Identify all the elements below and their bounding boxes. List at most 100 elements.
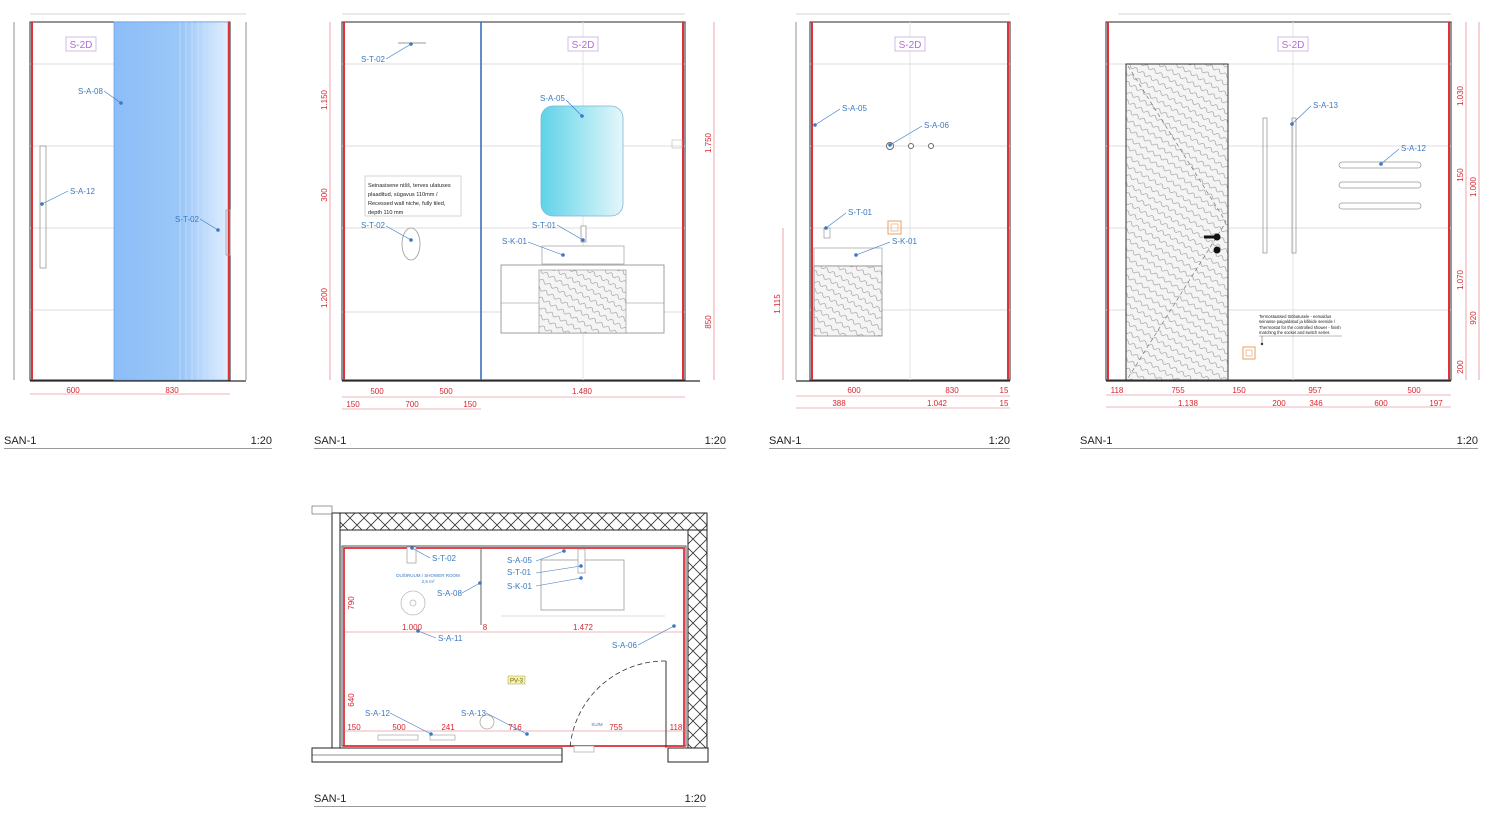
floor-plan: DUŠIRUUM / SHOWER ROOM 2,5 m² PV-3 SU/M … xyxy=(311,505,709,763)
dim-b-1750: 1.750 xyxy=(704,132,713,153)
dim-d-200: 200 xyxy=(1272,399,1286,408)
dim-c-1115: 1.115 xyxy=(773,294,782,314)
dim-c-600: 600 xyxy=(847,386,861,395)
title-rule-a xyxy=(4,448,272,449)
wall-left xyxy=(331,512,341,754)
code-badge-c xyxy=(894,36,926,52)
dim-d-1070: 1.070 xyxy=(1456,269,1465,290)
thermostat-note-2: seinasse paigaldatud ja kõikide seenide … xyxy=(1259,319,1336,324)
wall-right xyxy=(687,529,708,751)
dim-p-118: 118 xyxy=(670,723,683,732)
dim-b-1200: 1.200 xyxy=(320,287,329,308)
dim-d-200-v: 200 xyxy=(1456,360,1465,374)
dim-a-600: 600 xyxy=(66,386,80,395)
title-rule-d xyxy=(1080,448,1478,449)
tag-s-a-12-p: S-A-12 xyxy=(365,709,390,718)
code-label-b: S-2D xyxy=(572,40,595,51)
view-title-c: SAN-1 xyxy=(769,435,802,447)
view-scale-c: 1:20 xyxy=(988,435,1010,447)
tag-s-a-12-d: S-A-12 xyxy=(1401,144,1426,153)
dim-a-830: 830 xyxy=(165,386,179,395)
dim-p-1472: 1.472 xyxy=(573,623,594,632)
dim-d-500: 500 xyxy=(1407,386,1421,395)
elevation-c: S-2D S-A-05 S-A-06 S-T-01 S-K-01 600 830… xyxy=(773,13,1011,409)
elevation-a: S-2D S-A-08 S-A-12 S-T-02 600 830 xyxy=(13,13,247,395)
dim-d-755: 755 xyxy=(1171,386,1185,395)
elevation-d: S-2D Termostaatsed tööbatusele - eemaldu… xyxy=(1105,13,1480,408)
view-title-plan: SAN-1 xyxy=(314,793,347,805)
dim-p-640: 640 xyxy=(347,693,356,707)
code-label-a: S-2D xyxy=(70,40,93,51)
vanity-side xyxy=(813,265,883,337)
tag-s-t-02-b1: S-T-02 xyxy=(361,55,386,64)
view-title-d: SAN-1 xyxy=(1080,435,1113,447)
room-name: DUŠIRUUM / SHOWER ROOM xyxy=(396,572,460,578)
thermostat-note-3: Thermostat for the controlled shower - f… xyxy=(1259,325,1341,330)
dim-b-300: 300 xyxy=(320,188,329,202)
dim-b-150a: 150 xyxy=(346,400,360,409)
tag-s-a-11-p: S-A-11 xyxy=(438,634,463,643)
dim-p-500: 500 xyxy=(392,723,406,732)
dim-p-150: 150 xyxy=(347,723,361,732)
tag-s-a-08: S-A-08 xyxy=(78,87,103,96)
dim-b-500a: 500 xyxy=(370,387,384,396)
dim-p-716: 716 xyxy=(508,723,522,732)
door-swing-arc xyxy=(569,660,667,749)
view-title-a: SAN-1 xyxy=(4,435,37,447)
room-code-badge xyxy=(507,675,526,685)
room-area: 2,5 m² xyxy=(422,579,435,584)
tag-s-a-06-p: S-A-06 xyxy=(612,641,637,650)
wall-toilet xyxy=(401,227,421,261)
elevation-b: S-2D Seinasisene nišš, terves ulatuses p… xyxy=(320,13,715,410)
thermostat-note-1: Termostaatsed tööbatusele - eemaldus xyxy=(1259,314,1331,319)
view-scale-b: 1:20 xyxy=(704,435,726,447)
dim-p-8: 8 xyxy=(483,623,488,632)
view-scale-d: 1:20 xyxy=(1456,435,1478,447)
dim-b-500b: 500 xyxy=(439,387,453,396)
dim-p-241: 241 xyxy=(441,723,455,732)
dim-d-1000: 1.000 xyxy=(1469,176,1478,197)
door-label: SU/M xyxy=(591,722,603,727)
code-label-c: S-2D xyxy=(899,40,922,51)
tag-s-t-01-p: S-T-01 xyxy=(507,568,532,577)
dim-d-600: 600 xyxy=(1374,399,1388,408)
view-title-b: SAN-1 xyxy=(314,435,347,447)
dim-c-15a: 15 xyxy=(1000,386,1009,395)
dim-d-920: 920 xyxy=(1469,311,1478,325)
tag-s-t-02-b2: S-T-02 xyxy=(361,221,386,230)
mirror xyxy=(540,105,624,217)
tag-s-a-13-p: S-A-13 xyxy=(461,709,486,718)
dim-d-118: 118 xyxy=(1111,386,1124,395)
code-badge-b xyxy=(567,36,599,52)
glass-shower-panel xyxy=(113,21,229,381)
code-label-d: S-2D xyxy=(1282,40,1305,51)
tag-s-a-05-b: S-A-05 xyxy=(540,94,565,103)
dim-b-850: 850 xyxy=(704,315,713,329)
niche-note-line-4: depth 110 mm xyxy=(368,210,404,216)
towel-bar-3 xyxy=(1338,202,1422,210)
dim-c-388: 388 xyxy=(832,399,846,408)
dim-p-1000: 1.000 xyxy=(402,623,423,632)
tag-s-a-13-d: S-A-13 xyxy=(1313,101,1338,110)
dim-p-755: 755 xyxy=(609,723,623,732)
tag-s-a-05-p: S-A-05 xyxy=(507,556,532,565)
tag-s-a-05-c: S-A-05 xyxy=(842,104,867,113)
door-lock-icon xyxy=(1213,246,1221,254)
dim-d-346: 346 xyxy=(1309,399,1323,408)
tag-s-t-02-a: S-T-02 xyxy=(175,215,200,224)
code-badge-a xyxy=(65,36,97,52)
tag-s-t-01-b: S-T-01 xyxy=(532,221,557,230)
tag-s-a-06-c: S-A-06 xyxy=(924,121,949,130)
tag-s-a-08-p: S-A-08 xyxy=(437,589,462,598)
dim-b-150b: 150 xyxy=(463,400,477,409)
niche-note-box xyxy=(364,175,462,217)
tag-s-t-01-c: S-T-01 xyxy=(848,208,873,217)
dim-p-790: 790 xyxy=(347,596,356,610)
dim-b-700: 700 xyxy=(405,400,419,409)
dim-d-1138: 1.138 xyxy=(1178,399,1199,408)
dim-d-150-v: 150 xyxy=(1456,168,1465,182)
dim-d-957: 957 xyxy=(1308,386,1322,395)
dim-d-1030: 1.030 xyxy=(1456,85,1465,106)
